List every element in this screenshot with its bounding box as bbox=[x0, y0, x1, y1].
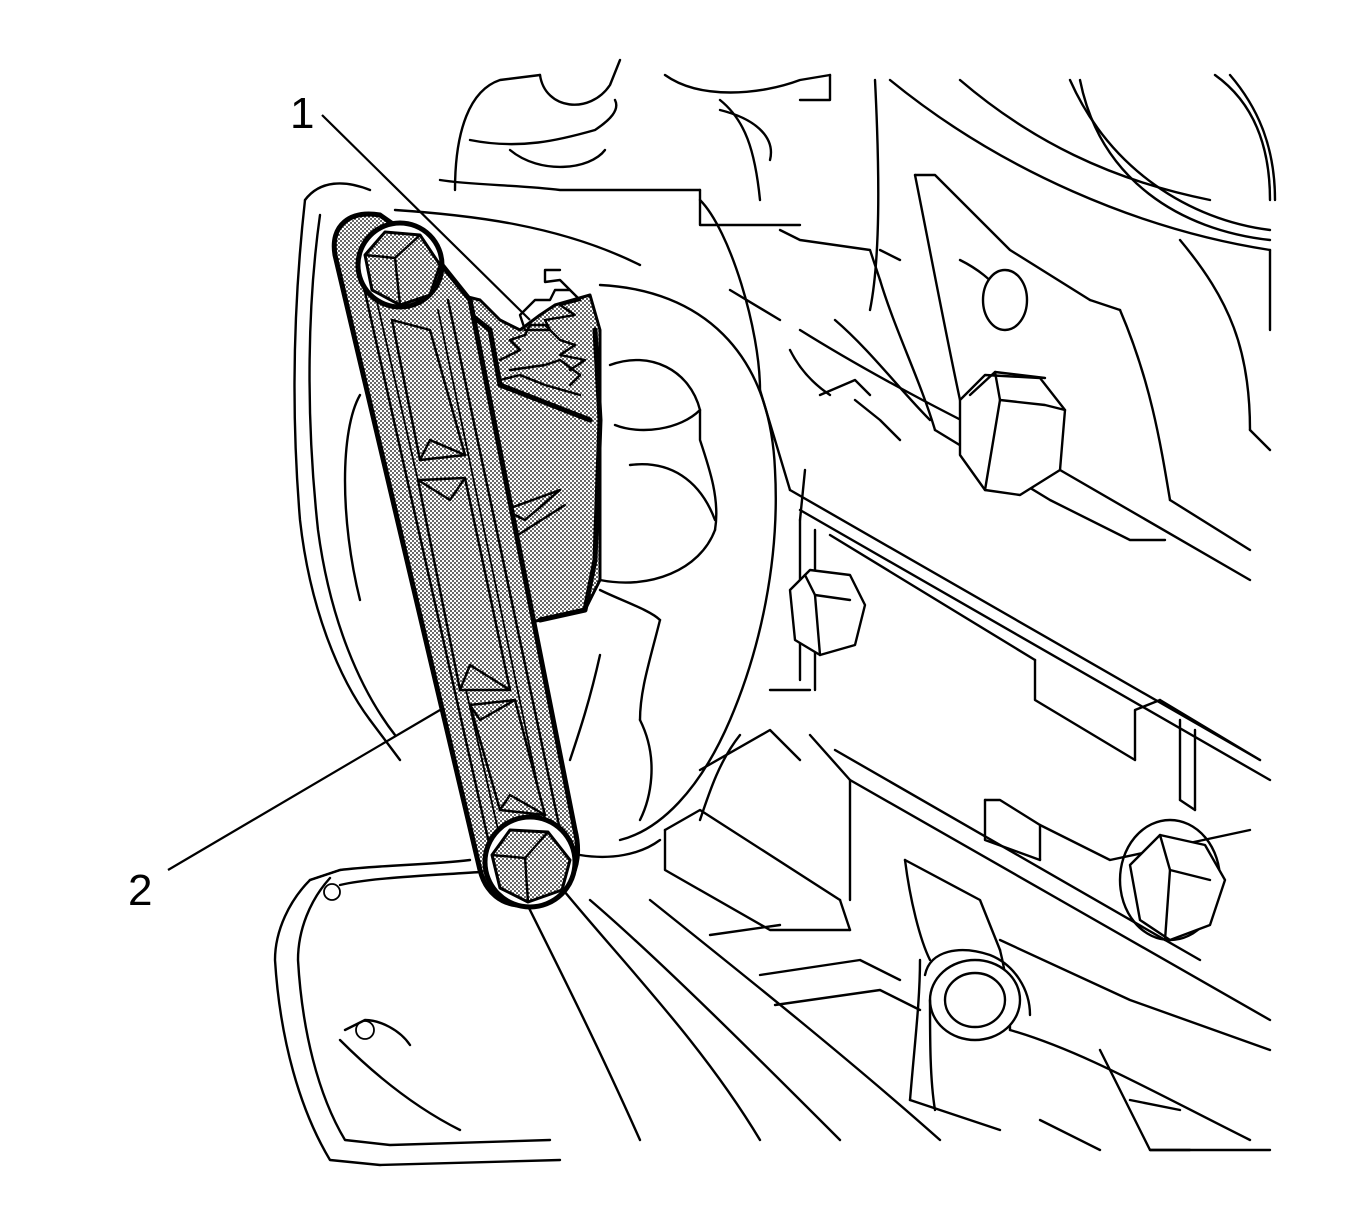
callout-1: 1 bbox=[290, 89, 531, 321]
oil-pan bbox=[273, 858, 562, 1167]
callout-2-leader bbox=[167, 709, 441, 871]
hex-bolt-middle bbox=[788, 568, 867, 657]
drain-boss bbox=[923, 948, 1032, 1112]
tool-bolt-bottom bbox=[482, 814, 578, 910]
callout-2: 2 bbox=[128, 709, 441, 915]
callout-1-label: 1 bbox=[290, 89, 314, 138]
callout-1-leader bbox=[321, 114, 531, 321]
hex-bolt-lower-right bbox=[1118, 818, 1227, 942]
tool-bolt-top bbox=[355, 220, 445, 310]
hex-bolt-upper-right bbox=[958, 268, 1067, 497]
callout-2-label: 2 bbox=[128, 866, 152, 915]
tool-bar bbox=[331, 211, 581, 908]
